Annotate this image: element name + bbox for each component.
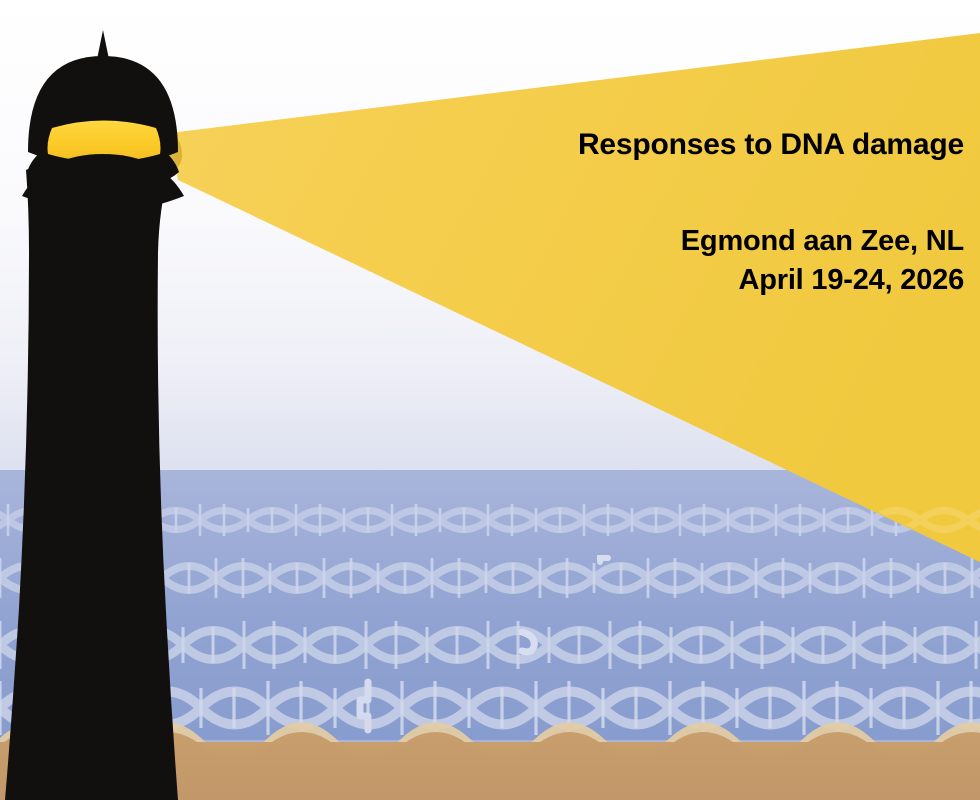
lighthouse-lamp-base-collar [22,154,184,212]
lighthouse-finial-spike [85,30,121,118]
lighthouse [5,30,184,800]
dna-damage-marker [356,678,372,734]
dna-damage-marker [597,555,611,565]
dna-damage-marker [518,628,538,656]
lighthouse-tower [5,159,178,800]
lighthouse-lamp [47,120,161,162]
